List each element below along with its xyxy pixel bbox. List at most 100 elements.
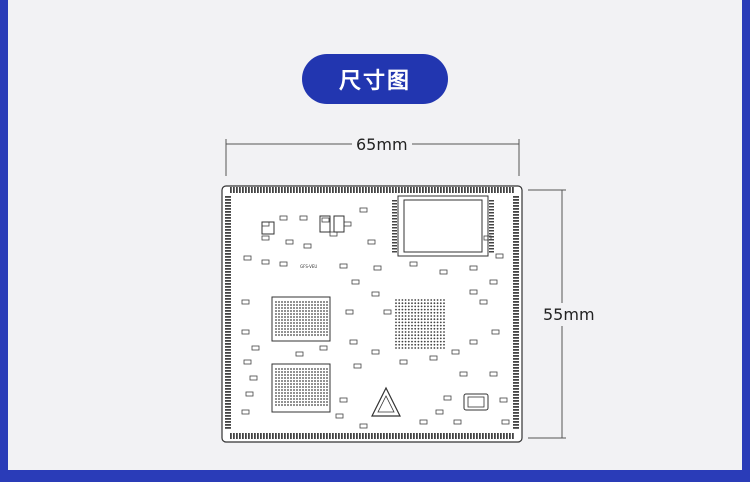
edge-pad (302, 433, 304, 439)
edge-pad (290, 433, 292, 439)
chip-pin (392, 230, 397, 232)
ball (290, 325, 292, 327)
edge-pad (284, 187, 286, 193)
edge-pad (464, 433, 466, 439)
edge-pad (512, 433, 514, 439)
ball (323, 304, 325, 306)
ball (323, 398, 325, 400)
capacitor (261, 221, 275, 235)
ball (314, 371, 316, 373)
edge-pad (374, 433, 376, 439)
edge-pad (513, 382, 519, 384)
ball (427, 311, 429, 314)
ball (439, 337, 442, 340)
edge-pad (377, 433, 379, 439)
edge-pad (513, 364, 519, 366)
edge-pad (225, 214, 231, 216)
edge-pad (506, 433, 508, 439)
ball (443, 347, 445, 349)
ball (433, 337, 436, 340)
ball (302, 377, 304, 379)
edge-pad (296, 187, 298, 193)
ball (296, 328, 298, 330)
ball (311, 371, 313, 373)
ball (308, 398, 310, 400)
ball (293, 301, 295, 303)
ball (401, 321, 404, 324)
edge-pad (513, 277, 519, 279)
ball (320, 398, 322, 400)
ball (290, 383, 292, 385)
ball (317, 313, 319, 315)
ball (293, 401, 295, 403)
edge-pad (314, 433, 316, 439)
ball (284, 368, 286, 370)
ball (284, 377, 286, 379)
edge-pad (236, 433, 238, 439)
memory-bga-2-balls (275, 368, 328, 406)
edge-pad (356, 433, 358, 439)
ball (398, 311, 401, 314)
ball (404, 321, 407, 324)
ball (293, 368, 295, 370)
ball (430, 327, 433, 330)
edge-pad (225, 229, 231, 231)
edge-pad (380, 187, 382, 193)
ball (443, 311, 445, 314)
ball (275, 401, 277, 403)
ball (311, 304, 313, 306)
ball (443, 299, 445, 301)
edge-pad (513, 283, 519, 285)
ball (314, 374, 316, 376)
ball (407, 299, 410, 301)
edge-pad (401, 187, 403, 193)
ball (427, 305, 429, 308)
edge-pad (225, 322, 231, 324)
ball (423, 324, 426, 327)
ball (395, 321, 397, 324)
ball (323, 322, 325, 324)
ball (302, 307, 304, 309)
ball (284, 374, 286, 376)
ball (395, 302, 397, 305)
ball (296, 325, 298, 327)
ball (436, 318, 439, 321)
ball (281, 310, 283, 312)
ball (317, 389, 319, 391)
ball (314, 313, 316, 315)
ball (317, 398, 319, 400)
ball (326, 401, 328, 403)
ball (401, 343, 404, 346)
ball (417, 305, 420, 308)
ball (296, 386, 298, 388)
ball (299, 307, 301, 309)
ball (299, 322, 301, 324)
ball (275, 322, 277, 324)
edge-pad (513, 247, 519, 249)
ball (275, 398, 277, 400)
edge-pad (225, 298, 231, 300)
ball (411, 343, 413, 346)
ball (395, 308, 397, 311)
ball (311, 322, 313, 324)
ball (320, 301, 322, 303)
ball (404, 308, 407, 311)
edge-pad (513, 328, 519, 330)
edge-pad (513, 289, 519, 291)
ball (398, 299, 401, 301)
chip-pin (489, 212, 494, 214)
passive-component (303, 243, 312, 249)
passive-component (319, 345, 328, 351)
ball (404, 299, 407, 301)
edge-pad (314, 187, 316, 193)
edge-pad (455, 433, 457, 439)
ball (398, 327, 401, 330)
ball (311, 319, 313, 321)
edge-pad (513, 292, 519, 294)
edge-pad (248, 187, 250, 193)
ball (281, 316, 283, 318)
edge-pad (362, 433, 364, 439)
edge-pad (488, 433, 490, 439)
ball (436, 337, 439, 340)
edge-pad (225, 328, 231, 330)
